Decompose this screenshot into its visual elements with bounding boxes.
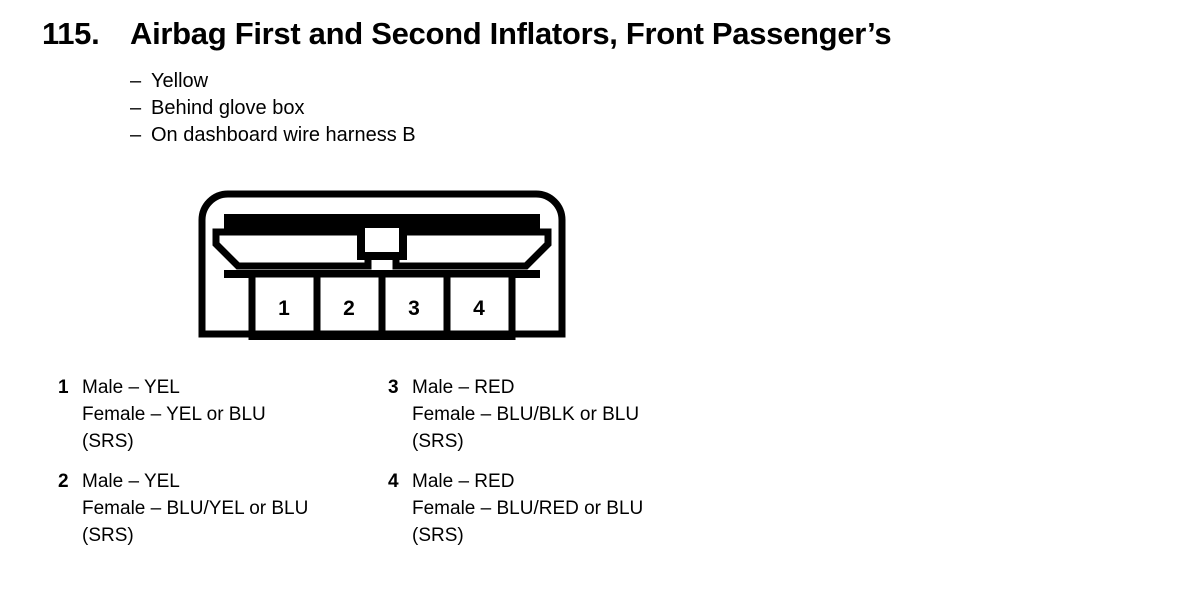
- pin-female-label: Female – BLU/YEL or BLU: [82, 498, 309, 519]
- pin-male-label: Male – RED: [412, 377, 515, 398]
- dash-icon: –: [130, 70, 142, 92]
- pin-legend-entry: 4 Male – RED Female – BLU/RED or BLU (SR…: [388, 468, 718, 549]
- pin-male-label: Male – YEL: [82, 471, 180, 492]
- pin-legend: 1 Male – YEL Female – YEL or BLU (SRS) 2…: [58, 374, 1118, 549]
- pin-male-label: Male – RED: [412, 471, 515, 492]
- pin-system-label: (SRS): [82, 525, 134, 546]
- pin-legend-column-left: 1 Male – YEL Female – YEL or BLU (SRS) 2…: [58, 374, 388, 549]
- description-list-item: – Yellow: [130, 68, 416, 95]
- pin-system-label: (SRS): [82, 431, 134, 452]
- description-list-item-label: Yellow: [151, 70, 209, 92]
- connector-left-slot: [212, 228, 372, 270]
- cavity-label-1: 1: [278, 297, 290, 320]
- pin-system-label: (SRS): [412, 525, 464, 546]
- pin-legend-column-right: 3 Male – RED Female – BLU/BLK or BLU (SR…: [388, 374, 718, 549]
- pin-female-label: Female – YEL or BLU: [82, 404, 266, 425]
- connector-diagram: 1 2 3 4: [196, 188, 568, 340]
- description-list-item-label: Behind glove box: [151, 97, 305, 119]
- pin-legend-text: Male – YEL Female – YEL or BLU (SRS): [82, 374, 266, 455]
- description-list: – Yellow – Behind glove box – On dashboa…: [130, 68, 416, 149]
- description-list-item: – Behind glove box: [130, 95, 416, 122]
- pin-legend-index: 2: [58, 471, 69, 492]
- description-list-item-label: On dashboard wire harness B: [151, 124, 416, 146]
- cavity-label-4: 4: [473, 297, 485, 320]
- pin-legend-text: Male – RED Female – BLU/RED or BLU (SRS): [412, 468, 643, 549]
- description-list-item: – On dashboard wire harness B: [130, 122, 416, 149]
- cavity-label-2: 2: [343, 297, 355, 320]
- connector-center-keyway: [357, 220, 407, 260]
- dash-icon: –: [130, 97, 142, 119]
- pin-legend-text: Male – YEL Female – BLU/YEL or BLU (SRS): [82, 468, 308, 549]
- dash-icon: –: [130, 124, 142, 146]
- pin-legend-entry: 3 Male – RED Female – BLU/BLK or BLU (SR…: [388, 374, 718, 455]
- pin-legend-entry: 2 Male – YEL Female – BLU/YEL or BLU (SR…: [58, 468, 388, 549]
- pin-male-label: Male – YEL: [82, 377, 180, 398]
- page-title-text: Airbag First and Second Inflators, Front…: [130, 16, 892, 51]
- pin-female-label: Female – BLU/RED or BLU: [412, 498, 644, 519]
- pin-female-label: Female – BLU/BLK or BLU: [412, 404, 640, 425]
- pin-system-label: (SRS): [412, 431, 464, 452]
- pin-legend-index: 1: [58, 377, 69, 398]
- pin-legend-index: 3: [388, 377, 399, 398]
- connector-drawing: 1 2 3 4: [198, 190, 566, 340]
- page-title-number: 115.: [42, 16, 100, 51]
- pin-legend-text: Male – RED Female – BLU/BLK or BLU (SRS): [412, 374, 639, 455]
- pin-legend-entry: 1 Male – YEL Female – YEL or BLU (SRS): [58, 374, 388, 455]
- pin-legend-index: 4: [388, 471, 399, 492]
- page-title: 115. Airbag First and Second Inflators, …: [42, 16, 892, 52]
- cavity-label-3: 3: [408, 297, 420, 320]
- connector-right-slot: [392, 228, 552, 270]
